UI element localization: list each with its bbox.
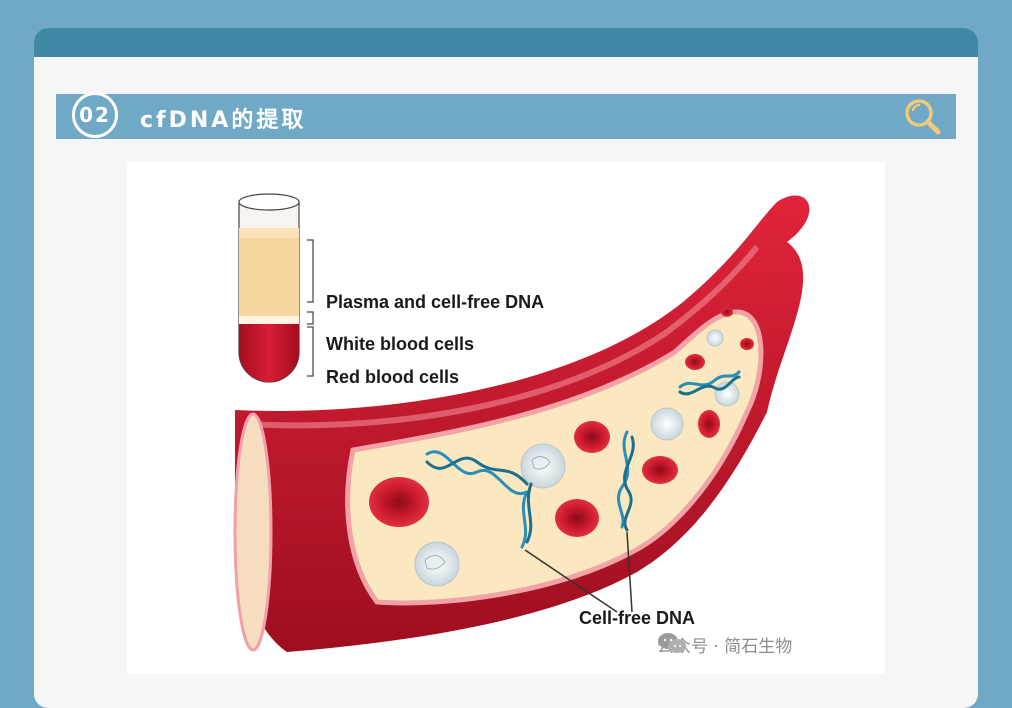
- label-plasma: Plasma and cell-free DNA: [326, 292, 545, 312]
- white-blood-cells: [414, 329, 740, 587]
- test-tube: [238, 193, 314, 383]
- watermark: 公众号 · 简石生物: [657, 632, 792, 657]
- wechat-icon: [658, 633, 686, 653]
- article-card: 02 cfDNA的提取: [34, 28, 978, 708]
- blood-vessel-figure: Plasma and cell-free DNA White blood cel…: [127, 162, 885, 674]
- label-white-blood-cells: White blood cells: [326, 334, 475, 354]
- cell-free-dna-strands: [425, 370, 741, 549]
- label-red-blood-cells: Red blood cells: [326, 367, 460, 387]
- card-header-band: [34, 28, 978, 57]
- search-icon[interactable]: [902, 96, 942, 136]
- watermark-text: 公众号 · 简石生物: [657, 637, 793, 657]
- section-title: cfDNA的提取: [140, 108, 307, 133]
- red-blood-cells: [369, 307, 754, 537]
- section-header: 02 cfDNA的提取: [56, 92, 956, 139]
- section-number: 02: [72, 92, 118, 138]
- figure-illustration: [233, 193, 810, 652]
- label-cell-free-dna: Cell-free DNA: [579, 608, 696, 628]
